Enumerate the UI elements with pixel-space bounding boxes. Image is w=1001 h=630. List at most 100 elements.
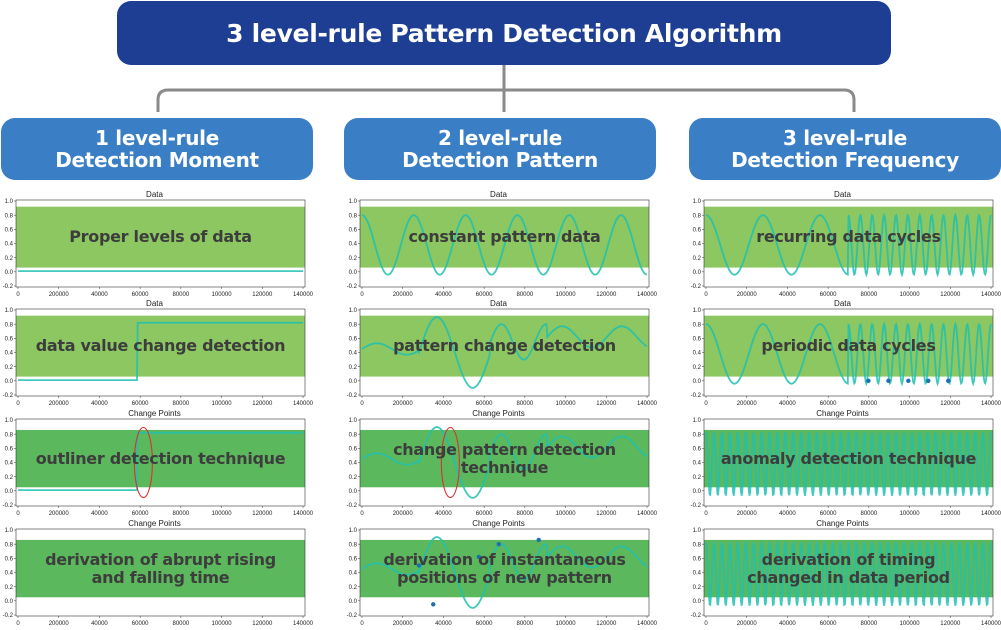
y-tick-label: 1.0 — [5, 418, 14, 424]
level-heading-line: Detection Moment — [55, 148, 259, 172]
y-tick-label: 0.0 — [349, 379, 358, 385]
y-tick-label: 0.8 — [349, 542, 358, 548]
x-tick-label: 40000 — [91, 621, 108, 627]
plot-title: Data — [834, 190, 851, 199]
y-tick-label: 0.0 — [349, 489, 358, 495]
x-tick-label: 60000 — [476, 292, 493, 298]
x-tick-label: 0 — [704, 511, 708, 517]
y-tick-label: 1.0 — [5, 308, 14, 314]
y-tick-label: 0.2 — [349, 256, 358, 262]
x-tick-label: 140000 — [293, 511, 314, 517]
x-tick-label: 60000 — [476, 401, 493, 407]
level-heading-line: Detection Pattern — [402, 148, 598, 172]
x-tick-label: 120000 — [596, 292, 617, 298]
y-tick-label: 0.8 — [693, 213, 702, 219]
highlight-band — [16, 429, 305, 488]
y-tick-label: 1.0 — [693, 199, 702, 205]
x-tick-label: 100000 — [212, 401, 233, 407]
y-tick-label: 0.0 — [693, 379, 702, 385]
x-tick-label: 0 — [360, 292, 364, 298]
y-tick-label: 0.8 — [5, 213, 14, 219]
plot-title: Change Points — [128, 519, 181, 528]
x-tick-label: 60000 — [820, 621, 837, 627]
y-tick-label: 0.0 — [693, 270, 702, 276]
y-tick-label: -0.2 — [347, 284, 358, 290]
y-tick-label: 0.6 — [5, 228, 14, 234]
x-tick-label: 60000 — [476, 511, 493, 517]
plot-title: Data — [490, 190, 507, 199]
plot-title: Change Points — [472, 409, 525, 418]
y-tick-label: 0.0 — [5, 270, 14, 276]
x-tick-label: 80000 — [173, 511, 190, 517]
x-tick-label: 120000 — [940, 401, 961, 407]
level-heading-line: 3 level-rule — [783, 126, 907, 150]
x-tick-label: 120000 — [252, 621, 273, 627]
x-tick-label: 60000 — [132, 511, 149, 517]
y-tick-label: 0.6 — [349, 337, 358, 343]
x-tick-label: 200000 — [393, 621, 414, 627]
plot-title: Data — [146, 190, 163, 199]
y-tick-label: 0.2 — [5, 365, 14, 371]
y-tick-label: 0.8 — [693, 432, 702, 438]
y-tick-label: 0.2 — [349, 475, 358, 481]
y-tick-label: 0.0 — [693, 489, 702, 495]
y-tick-label: 0.4 — [693, 351, 702, 357]
x-tick-label: 120000 — [252, 292, 273, 298]
y-tick-label: 0.4 — [693, 461, 702, 467]
y-tick-label: -0.2 — [3, 503, 14, 509]
x-tick-label: 140000 — [637, 401, 658, 407]
plot-title: Data — [146, 299, 163, 308]
x-tick-label: 120000 — [940, 621, 961, 627]
x-tick-label: 100000 — [556, 511, 577, 517]
x-tick-label: 0 — [16, 292, 20, 298]
signal-line — [705, 541, 992, 607]
y-tick-label: 0.2 — [5, 585, 14, 591]
y-tick-label: 0.8 — [5, 432, 14, 438]
y-tick-label: 0.2 — [5, 256, 14, 262]
y-tick-label: 0.2 — [349, 365, 358, 371]
x-tick-label: 80000 — [517, 511, 534, 517]
y-tick-label: 0.6 — [693, 337, 702, 343]
y-tick-label: 0.8 — [693, 542, 702, 548]
x-tick-label: 0 — [360, 511, 364, 517]
x-tick-label: 60000 — [820, 401, 837, 407]
x-tick-label: 80000 — [173, 401, 190, 407]
x-tick-label: 0 — [16, 511, 20, 517]
x-tick-label: 200000 — [49, 621, 70, 627]
cycle-dot — [866, 378, 871, 384]
highlight-band — [360, 206, 649, 268]
y-tick-label: 0.6 — [349, 447, 358, 453]
y-tick-label: -0.2 — [691, 393, 702, 399]
signal-line — [705, 431, 992, 497]
y-tick-label: -0.2 — [347, 393, 358, 399]
cycle-dot — [886, 378, 891, 384]
x-tick-label: 140000 — [637, 621, 658, 627]
highlight-band — [16, 315, 305, 377]
x-tick-label: 80000 — [861, 621, 878, 627]
y-tick-label: 1.0 — [5, 199, 14, 205]
cycle-dot — [946, 378, 951, 384]
x-tick-label: 0 — [704, 401, 708, 407]
y-tick-label: 0.0 — [349, 270, 358, 276]
x-tick-label: 0 — [704, 621, 708, 627]
y-tick-label: 1.0 — [693, 418, 702, 424]
x-tick-label: 40000 — [435, 511, 452, 517]
x-tick-label: 80000 — [861, 292, 878, 298]
plot-title: Data — [490, 299, 507, 308]
y-tick-label: 0.4 — [349, 571, 358, 577]
x-tick-label: 120000 — [596, 511, 617, 517]
y-tick-label: 0.4 — [5, 242, 14, 248]
x-tick-label: 0 — [704, 292, 708, 298]
y-tick-label: 0.2 — [693, 365, 702, 371]
x-tick-label: 200000 — [49, 292, 70, 298]
y-tick-label: 0.2 — [349, 585, 358, 591]
